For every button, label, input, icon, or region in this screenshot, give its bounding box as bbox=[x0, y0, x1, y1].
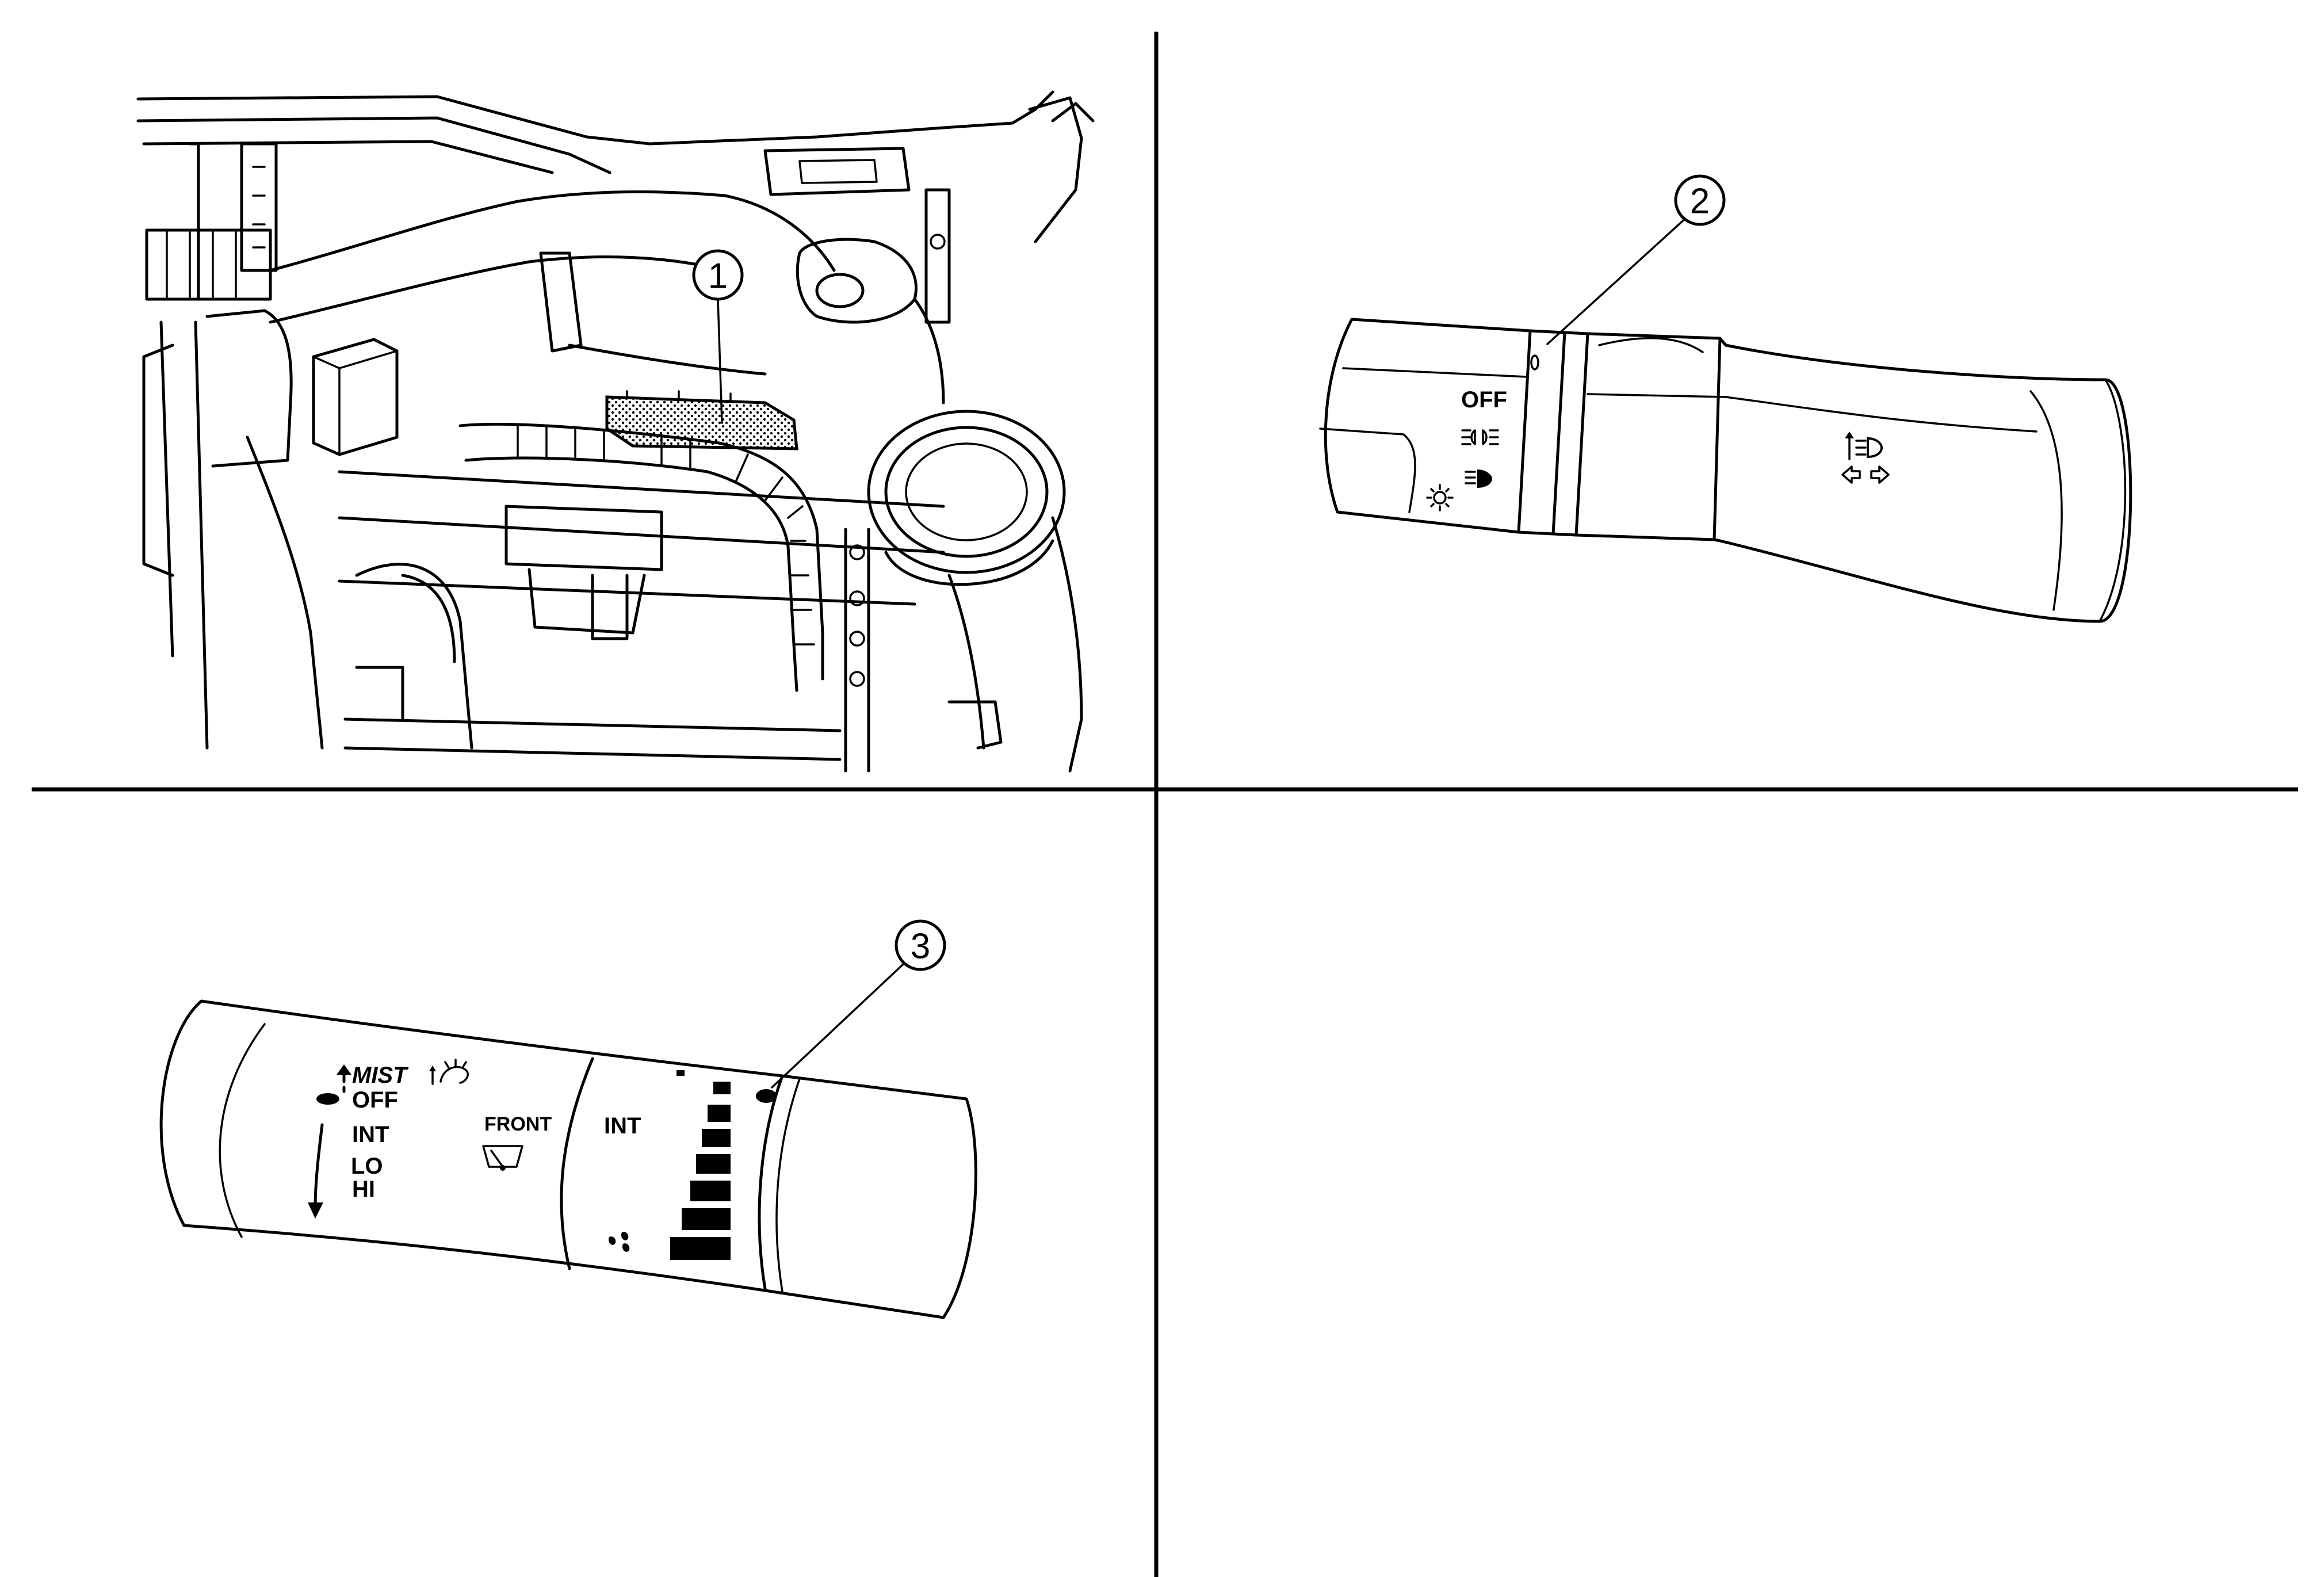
callout-1-number: 1 bbox=[708, 257, 728, 296]
panel-lighting-switch: OFF bbox=[1319, 318, 2132, 623]
panel-component-location bbox=[136, 90, 1095, 773]
label-front: FRONT bbox=[484, 1113, 552, 1135]
parking-light-icon bbox=[1461, 429, 1499, 445]
callout-2-number: 2 bbox=[1690, 182, 1710, 222]
label-int: INT bbox=[352, 1122, 389, 1147]
callout-2: 2 bbox=[1546, 174, 1726, 345]
label-mist: MIST bbox=[352, 1063, 409, 1088]
label-lo: LO bbox=[351, 1154, 383, 1179]
wiper-mode-arrow bbox=[308, 1064, 351, 1219]
sun-icon bbox=[1426, 484, 1454, 511]
turn-signal-arrows-icon bbox=[1841, 465, 1890, 484]
label-off: OFF bbox=[352, 1087, 398, 1113]
quadrant-dividers bbox=[32, 32, 2298, 1577]
label-hi: HI bbox=[352, 1177, 375, 1202]
callout-3: 3 bbox=[771, 919, 946, 1089]
headlight-icon bbox=[1465, 469, 1492, 488]
label-int-band: INT bbox=[604, 1113, 641, 1139]
position-marker bbox=[756, 1089, 777, 1103]
callout-1: 1 bbox=[692, 249, 744, 424]
windshield-wiper-icon bbox=[482, 1145, 523, 1171]
steering-column-ring bbox=[867, 410, 1066, 586]
label-off: OFF bbox=[1461, 387, 1507, 413]
panel-wiper-switch: MIST OFF INT LO HI FRONT INT bbox=[159, 999, 977, 1319]
wiring-harness bbox=[458, 422, 824, 692]
intermittent-speed-scale bbox=[670, 1070, 731, 1260]
washer-icon bbox=[429, 1059, 469, 1085]
callout-3-number: 3 bbox=[911, 927, 930, 967]
rain-drops-icon bbox=[608, 1232, 630, 1252]
high-beam-flash-icon bbox=[1845, 432, 1883, 460]
